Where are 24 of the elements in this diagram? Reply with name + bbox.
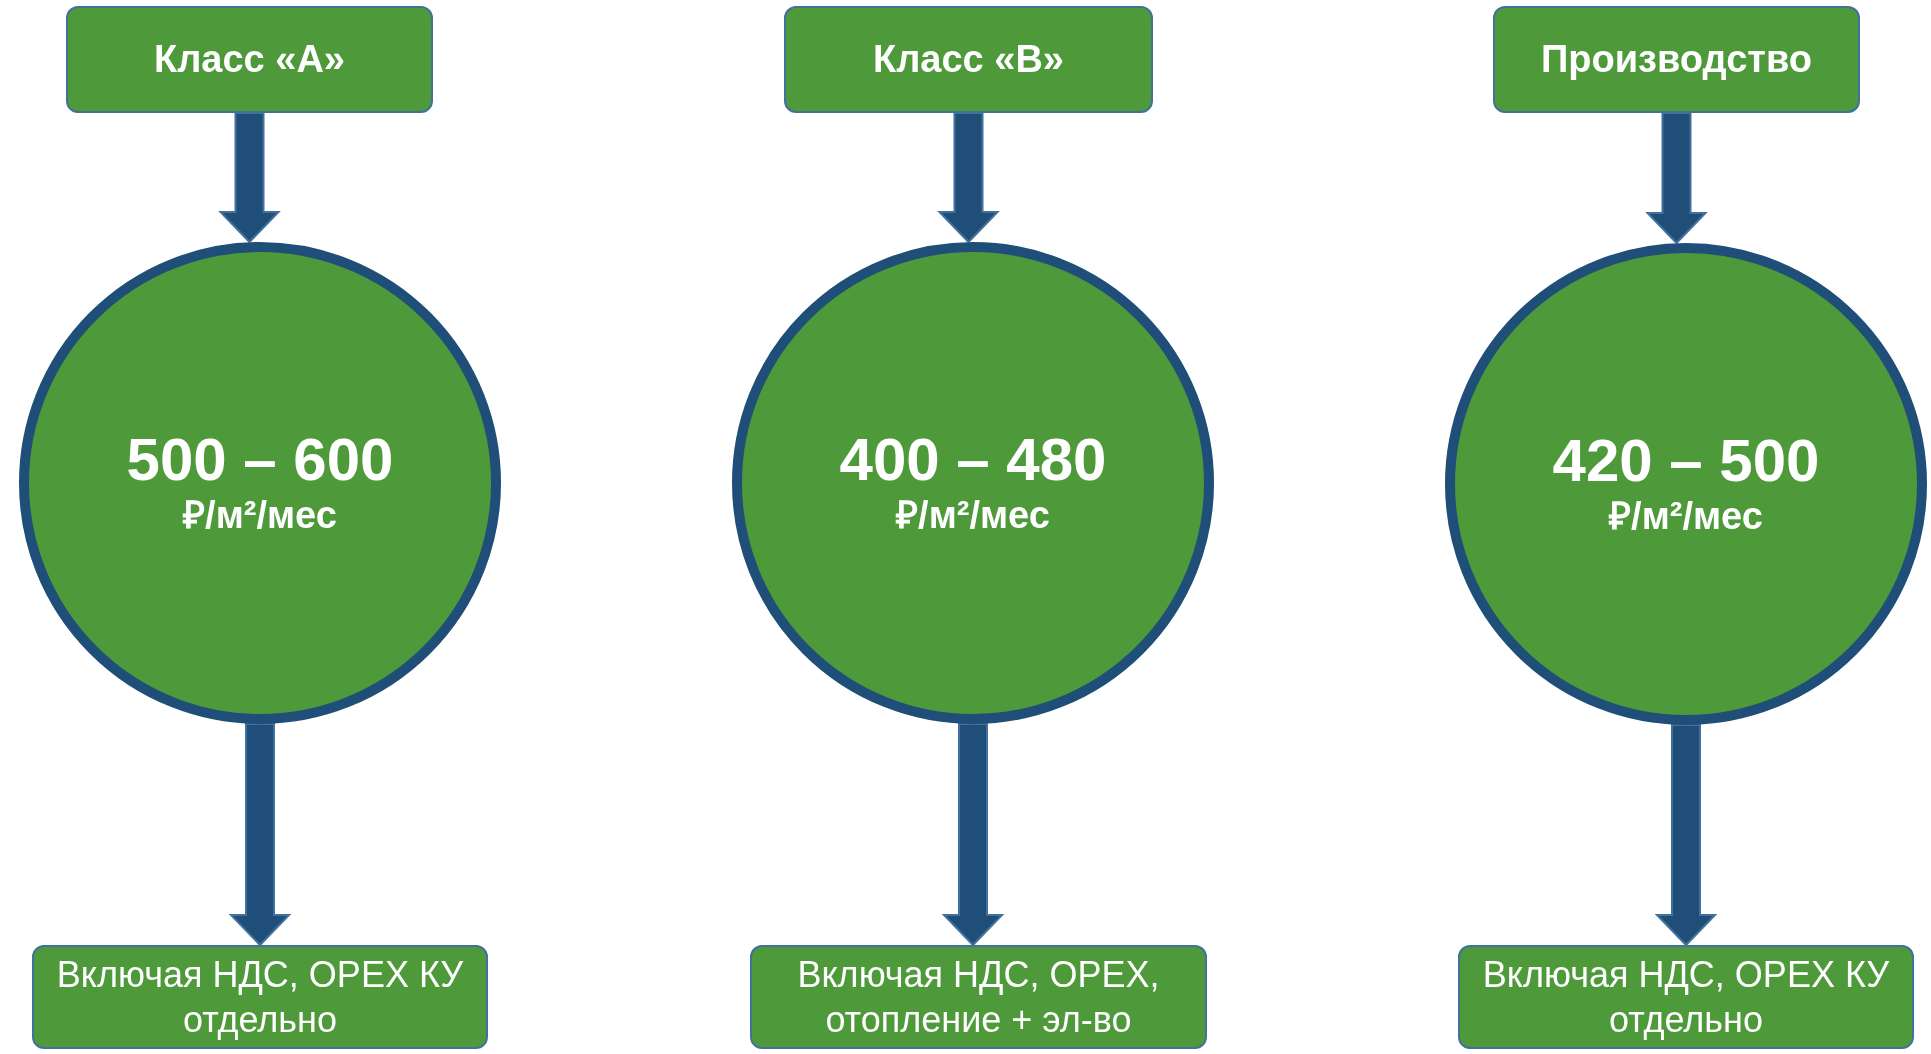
price-unit: ₽/м²/мес [183,493,337,539]
arrow [1654,724,1718,947]
arrow [218,112,281,244]
category-label: Класс «В» [873,38,1064,81]
note-box [1458,945,1914,1049]
category-label: Класс «А» [154,38,345,81]
condition-note: Включая НДС, OPEX КУ отдельно [55,953,465,1042]
arrow [228,723,292,947]
note-box [750,945,1207,1049]
category-box [1493,6,1860,113]
arrow [1645,112,1708,245]
arrow [941,723,1005,947]
note-box [32,945,488,1049]
condition-note: Включая НДС, OPEX, отопление + эл-во [796,953,1161,1042]
category-box [784,6,1153,113]
price-unit: ₽/м²/мес [1609,494,1763,540]
price-range: 400 – 480 [839,427,1107,494]
category-label: Производство [1541,38,1812,81]
price-range: 420 – 500 [1552,428,1820,495]
price-range: 500 – 600 [126,427,394,494]
price-unit: ₽/м²/мес [896,493,1050,539]
arrow [937,112,1000,244]
category-box [66,6,433,113]
condition-note: Включая НДС, OPEX КУ отдельно [1481,953,1891,1042]
